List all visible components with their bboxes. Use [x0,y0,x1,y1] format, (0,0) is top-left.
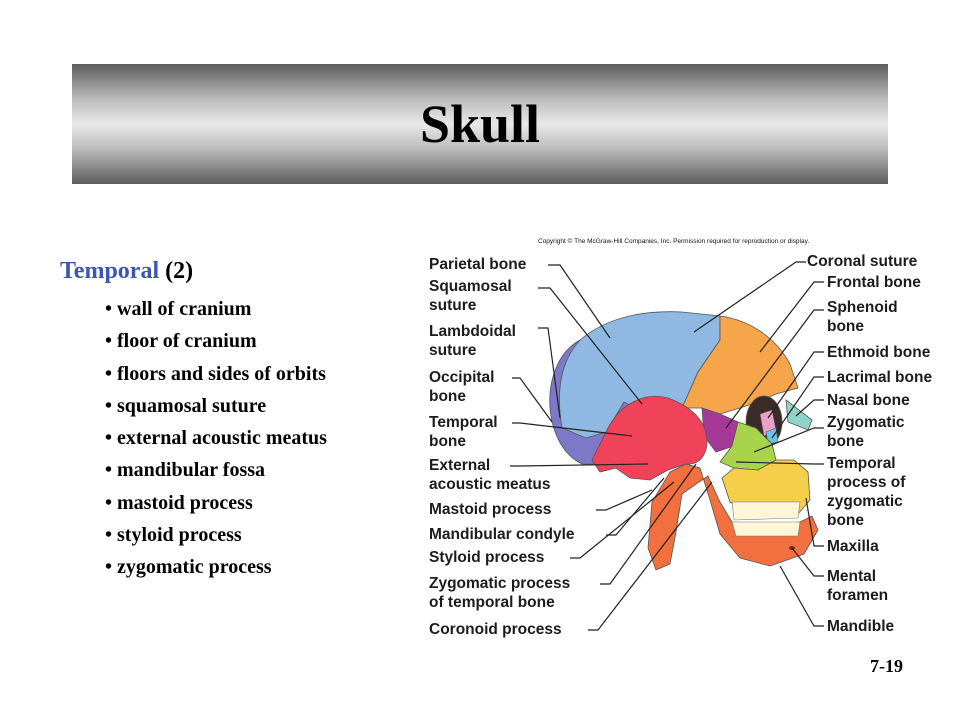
label-styloid-process: Styloid process [429,549,545,566]
page-number: 7-19 [870,656,903,676]
label-lacrimal-bone: Lacrimal bone [827,369,933,386]
copyright-notice: Copyright © The McGraw-Hill Companies, I… [538,238,810,245]
title-bar: Skull [72,64,888,184]
section-name: Temporal [60,258,160,284]
section-heading: Temporal (2) [60,258,193,285]
temporal-bone [591,395,708,481]
bullet-item: • squamosal suture [105,394,267,417]
slide-title: Skull [419,94,541,154]
bullet-item: • external acoustic meatus [105,427,327,450]
bullet-item: • zygomatic process [105,556,272,579]
bullet-item: • styloid process [105,524,242,547]
label-maxilla: Maxilla [827,538,879,555]
label-mandibular-condyle: Mandibular condyle [429,526,575,543]
label-parietal-bone: Parietal bone [429,256,527,273]
label-frontal-bone: Frontal bone [827,274,921,291]
leader-lines-right [693,261,824,627]
label-ethmoid-bone: Ethmoid bone [827,344,931,361]
bullet-item: • floors and sides of orbits [105,362,326,385]
section-count: (2) [165,258,194,284]
bullet-list: • wall of cranium • floor of cranium • f… [105,295,327,586]
skull-figure: Copyright © The McGraw-Hill Companies, I… [420,232,960,644]
bullet-item: • mandibular fossa [105,459,266,482]
label-mandible: Mandible [827,618,895,635]
label-nasal-bone: Nasal bone [827,392,910,409]
lower-teeth [731,521,801,537]
upper-teeth [731,501,801,521]
skull-illustration [510,261,824,631]
bullet-item: • floor of cranium [105,330,257,353]
label-mastoid-process: Mastoid process [429,501,552,518]
label-coronal-suture: Coronal suture [807,253,918,270]
label-coronoid-process: Coronoid process [429,621,562,638]
bullet-item: • wall of cranium [105,298,252,320]
leader-lines-left [510,264,713,631]
bullet-item: • mastoid process [105,491,253,514]
